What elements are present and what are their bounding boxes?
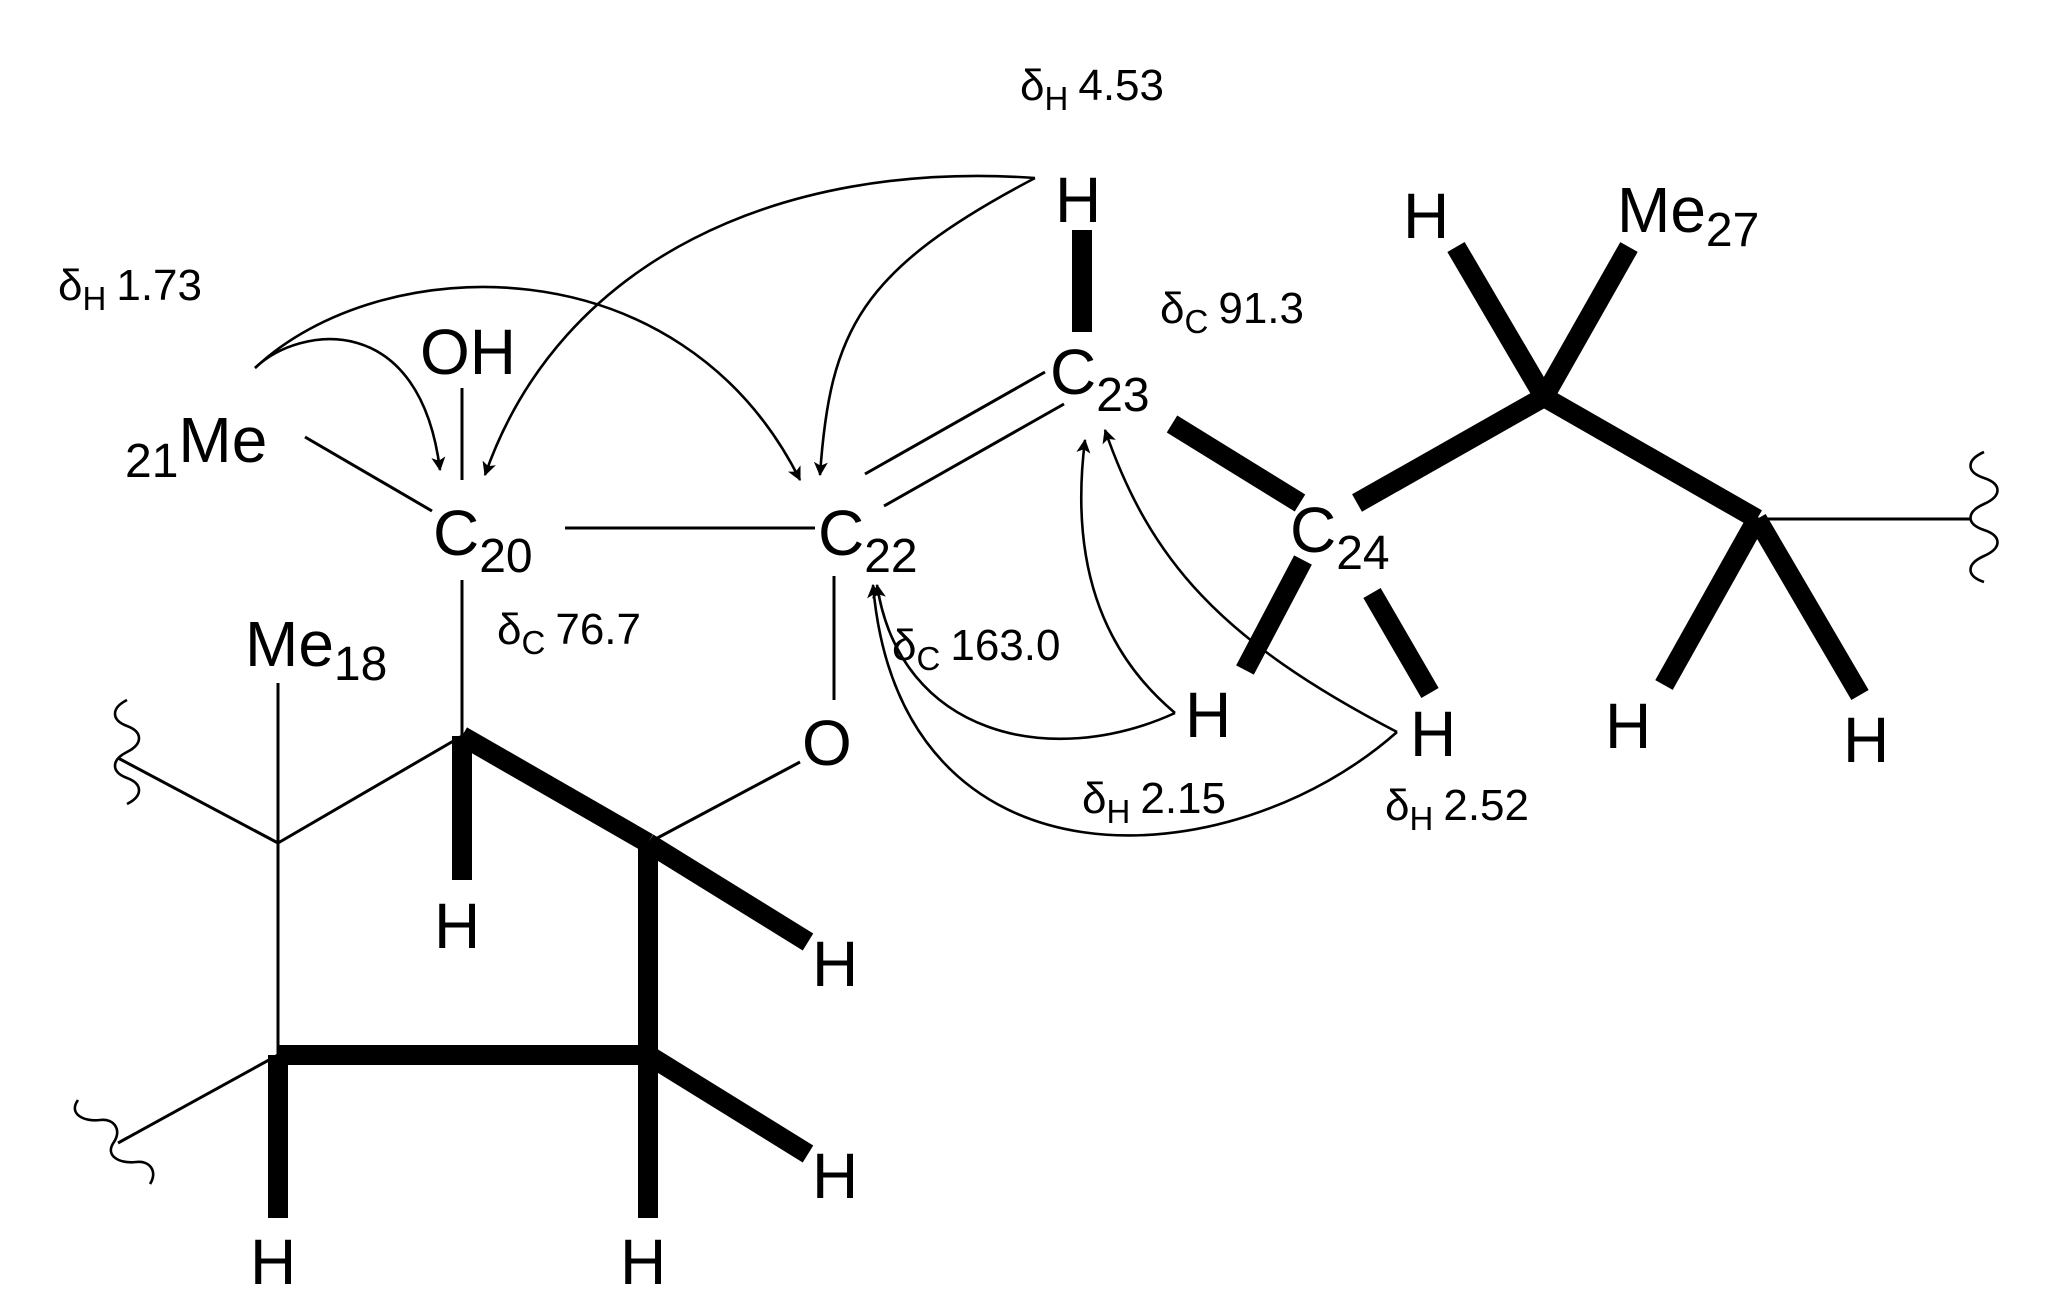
bond-c25-h — [1447, 241, 1553, 403]
bond-c22-c23-double-a — [864, 370, 1046, 476]
bond-c26-h-right — [1748, 513, 1869, 701]
atom-h25: H — [1403, 180, 1449, 252]
arrow-h24a-c22 — [872, 583, 1176, 741]
atom-h23: H — [1055, 164, 1101, 236]
wavy-truncations — [73, 450, 1999, 1185]
bond-c24-h-left — [1236, 555, 1312, 675]
atom-h-ring-lower-right: H — [812, 1140, 858, 1212]
bond-ring-wavy-bottom — [117, 1053, 279, 1145]
atom-h26a: H — [1605, 690, 1651, 762]
atom-h24a: H — [1185, 679, 1231, 751]
atom-c23: C23 — [1050, 336, 1150, 422]
bold-bonds — [268, 230, 1869, 1218]
atom-h-ring-upper-right: H — [812, 928, 858, 1000]
wavy-bond-chain — [1969, 450, 1999, 584]
atom-h-ring-lower-right-v: H — [620, 1226, 666, 1298]
atom-ring-o: O — [802, 707, 852, 779]
atom-h24b: H — [1410, 698, 1456, 770]
bond-ring-wavy-top — [117, 756, 279, 845]
arrow-h23-c22 — [813, 176, 1036, 477]
bond-c25-me27 — [1535, 242, 1638, 402]
arrow-h24b-c23 — [1102, 428, 1398, 734]
arrow-h21-c20 — [254, 337, 446, 472]
atom-me27: Me27 — [1617, 174, 1759, 257]
bond-o-ring — [647, 760, 801, 845]
bond-c26-h-left — [1655, 514, 1766, 690]
bond-ring-me18-top — [277, 734, 463, 845]
atom-me21: 21Me — [125, 404, 267, 488]
bond-ring-top — [457, 727, 653, 852]
bond-c24-c25 — [1352, 388, 1549, 512]
bond-c23-c24 — [1166, 415, 1306, 512]
arrow-h23-c20 — [482, 174, 1036, 477]
atom-h26b: H — [1843, 704, 1889, 776]
correlation-arrows — [254, 174, 1398, 837]
arrow-h24b-c22 — [867, 583, 1398, 837]
atom-c22: C22 — [818, 497, 918, 583]
bond-c24-h-right — [1363, 587, 1439, 699]
bond-ring-upper-h — [642, 834, 814, 951]
wavy-bond-ring-top — [113, 698, 141, 806]
atom-oh: OH — [420, 316, 516, 388]
atom-h-ring-ch: H — [434, 890, 480, 962]
bond-ring-lower-right-h — [642, 1046, 814, 1163]
bond-me21-c20 — [304, 435, 433, 513]
atom-h-ring-lower-left: H — [250, 1226, 296, 1298]
bond-c22-c23-double-b — [883, 402, 1065, 508]
arrow-h24a-c23 — [1076, 438, 1176, 714]
atom-me18: Me18 — [245, 608, 387, 691]
wavy-bond-ring-bottom — [73, 1099, 155, 1185]
atom-c24: C24 — [1290, 494, 1390, 580]
bond-c25-c26 — [1539, 388, 1762, 528]
arrow-h21-c22 — [254, 285, 802, 482]
thin-bonds — [117, 370, 1970, 1145]
atom-labels: C20 C22 C23 C24 OH O 21Me Me18 Me27 H H … — [125, 164, 1889, 1298]
atom-c20: C20 — [433, 497, 533, 583]
